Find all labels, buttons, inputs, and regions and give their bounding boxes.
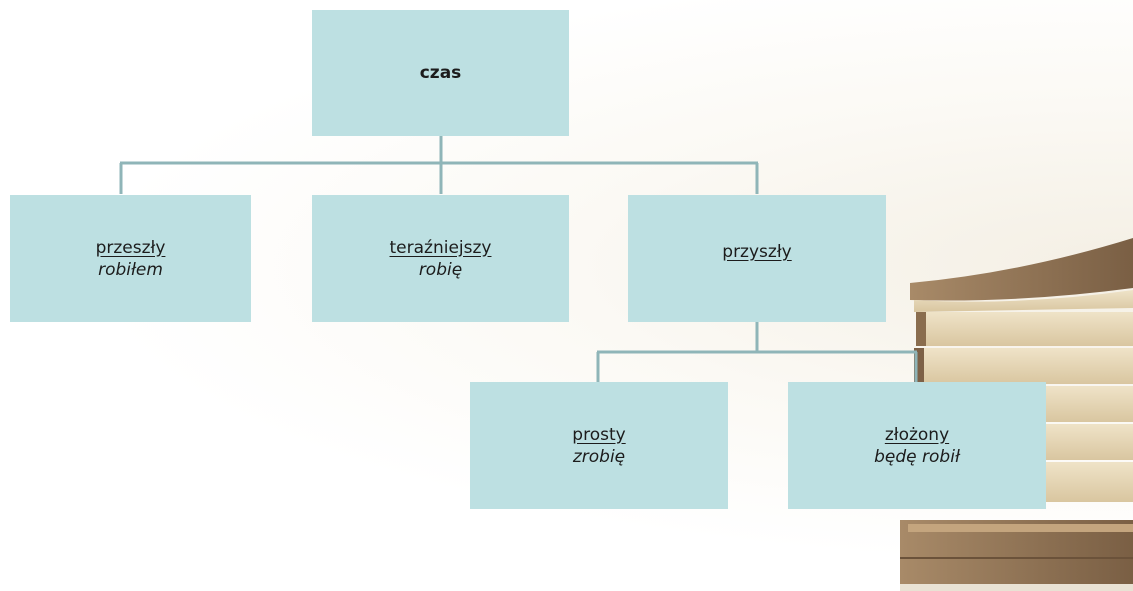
node-prosty-example: zrobię [572,446,626,467]
node-zlozony-example: będę robił [874,446,960,467]
node-przeszly: przeszły robiłem [10,195,251,322]
node-prosty-term: prosty [572,424,626,445]
node-terazniejszy-example: robię [418,259,463,280]
node-przeszly-term: przeszły [95,237,166,258]
node-terazniejszy-term: teraźniejszy [389,237,492,258]
node-przyszly: przyszły [628,195,886,322]
node-czas: czas [312,10,569,136]
node-przyszly-term: przyszły [722,242,792,262]
node-zlozony: złożony będę robił [788,382,1046,509]
node-zlozony-term: złożony [884,424,950,445]
node-czas-label: czas [419,63,462,83]
node-przeszly-example: robiłem [98,259,163,280]
node-terazniejszy: teraźniejszy robię [312,195,569,322]
node-prosty: prosty zrobię [470,382,728,509]
